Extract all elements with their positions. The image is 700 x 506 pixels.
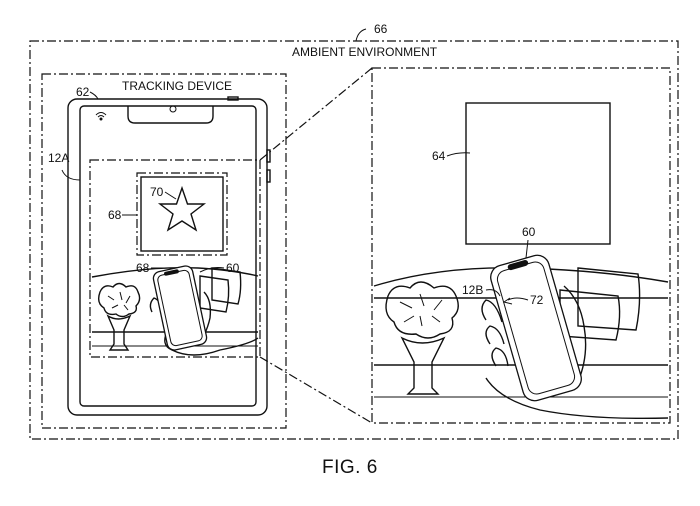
ref-68b-label: 68	[136, 261, 150, 275]
ref-12b-label: 12B	[462, 283, 483, 297]
phone-large	[481, 254, 669, 420]
marker-painting	[140, 176, 224, 252]
ref-72-label: 72	[530, 293, 544, 307]
tracking-device-frame	[41, 73, 287, 429]
ref-66-leader	[355, 28, 367, 42]
ref-12a-leader	[61, 169, 81, 181]
ref-70-label: 70	[150, 185, 164, 199]
vase-flowers-large	[385, 281, 459, 395]
tablet-button	[227, 96, 239, 101]
camera-view-frame	[89, 159, 261, 358]
ref-72-arrow	[502, 297, 513, 305]
ambient-environment-frame	[29, 40, 679, 440]
vase-flowers-small	[97, 282, 141, 351]
figure-caption: FIG. 6	[322, 457, 378, 478]
ref-12a-label: 12A	[48, 151, 69, 165]
ref-64-label: 64	[432, 149, 446, 163]
tablet-notch	[127, 106, 214, 124]
ambient-environment-title: AMBIENT ENVIRONMENT	[292, 45, 438, 59]
painting-64	[465, 102, 611, 245]
ref-72-leader	[507, 297, 529, 301]
ref-64-leader	[446, 152, 471, 157]
projection-line-bottom	[259, 356, 373, 424]
ref-60-leader	[199, 267, 225, 273]
ref-60-zoom-leader	[525, 239, 529, 259]
ref-68-label: 68	[108, 208, 122, 222]
ref-12b-leader	[485, 289, 501, 297]
tablet-camera	[169, 105, 177, 113]
ref-70-leader	[164, 191, 177, 200]
wifi-icon	[95, 112, 107, 121]
tracking-device-title: TRACKING DEVICE	[122, 79, 232, 93]
ref-62-label: 62	[76, 85, 90, 99]
ref-62-leader	[89, 91, 99, 100]
ref-66-label: 66	[374, 22, 388, 36]
marker-frame	[136, 172, 228, 256]
projection-line-top	[259, 67, 373, 161]
tablet-screen	[79, 105, 257, 407]
phone-small	[149, 265, 259, 356]
tablet-side-button	[266, 149, 271, 163]
ref-60-zoom-label: 60	[522, 225, 536, 239]
star-marker	[157, 185, 207, 232]
zoom-view-frame	[371, 67, 671, 424]
ref-60-label: 60	[226, 261, 240, 275]
tablet-body	[67, 98, 268, 416]
tablet-side-button	[266, 169, 271, 183]
